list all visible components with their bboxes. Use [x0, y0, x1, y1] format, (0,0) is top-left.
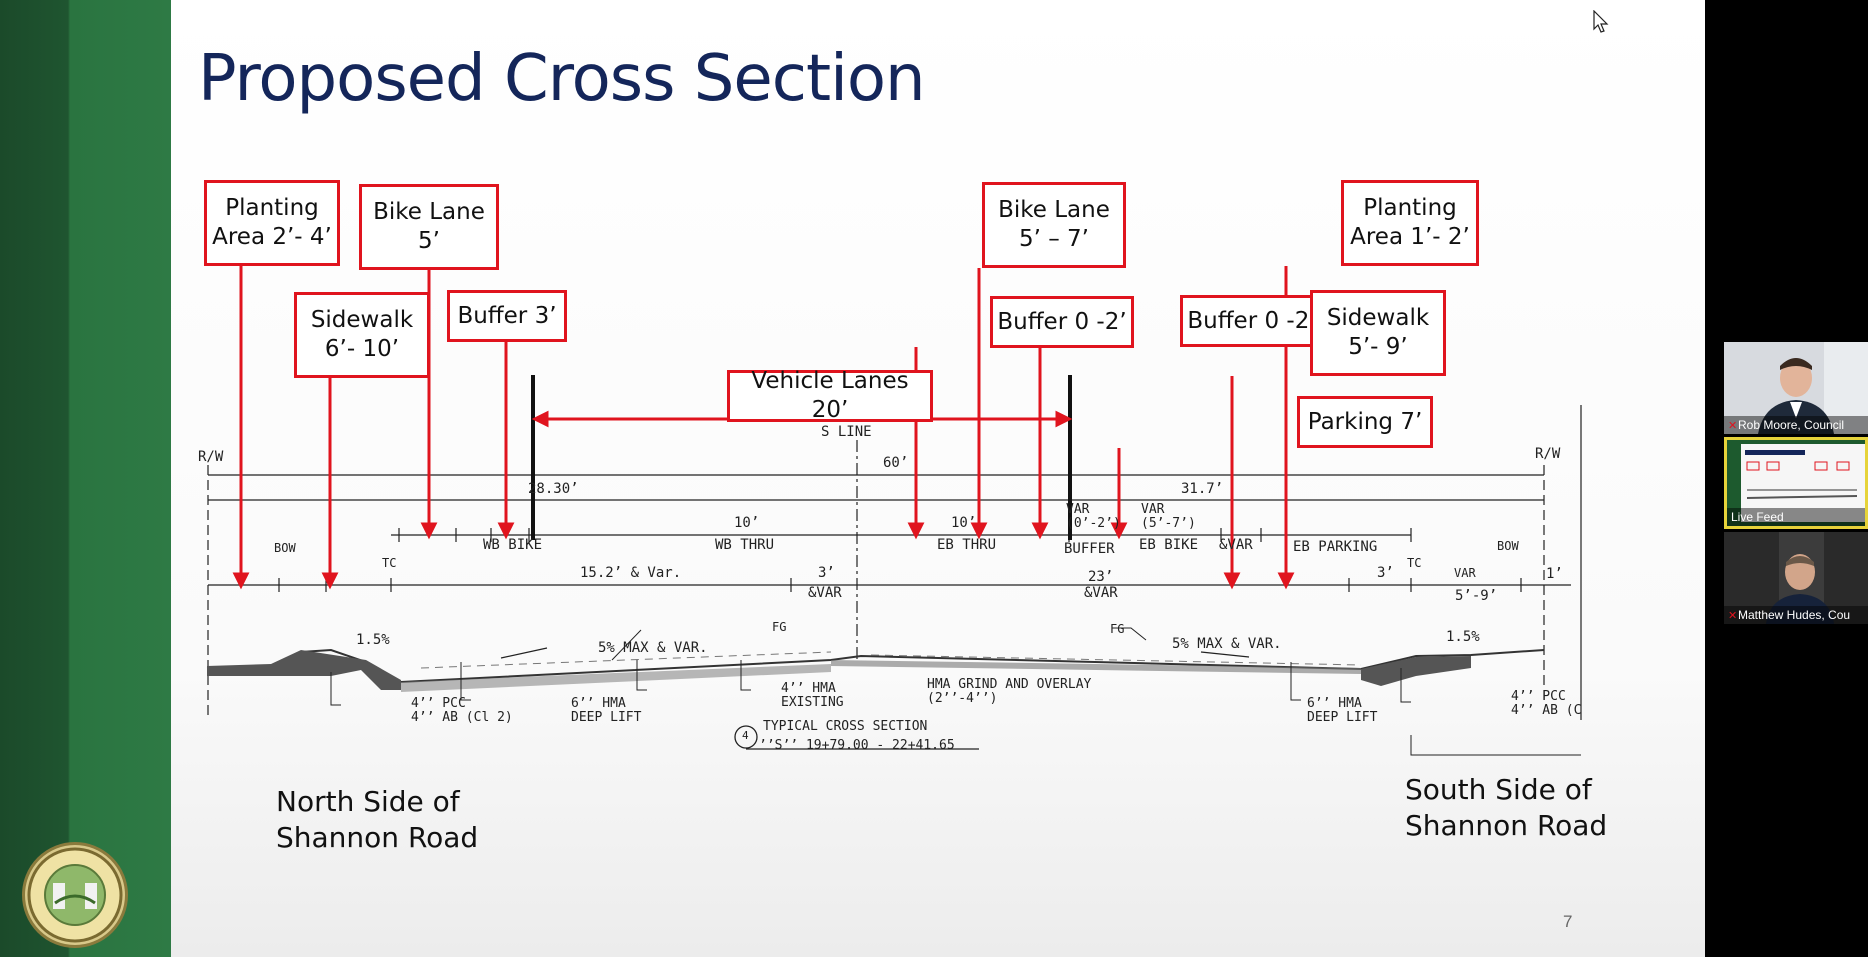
eb-thru-width: 10’: [951, 515, 977, 531]
left-3-var: &VAR: [808, 585, 842, 601]
hma-right-label: 6’’ HMA DEEP LIFT: [1307, 696, 1378, 725]
right-3-dim: 3’: [1377, 565, 1394, 581]
tc-right-label: TC: [1407, 556, 1422, 570]
participant-2-name: Live Feed: [1727, 508, 1865, 526]
label-vehicle-lanes: Vehicle Lanes 20’: [727, 368, 933, 423]
brand-sidebar: [0, 0, 171, 957]
participant-1-name: ✕Rob Moore, Council: [1724, 416, 1868, 434]
pcc-left-label: 4’’ PCC 4’’ AB (Cl 2): [411, 696, 513, 725]
max-right-label: 5% MAX & VAR.: [1172, 636, 1282, 652]
label-buffer-mid: Buffer 0 -2’: [990, 296, 1134, 348]
town-of-los-gatos-seal: [22, 842, 128, 948]
presentation-slide: Proposed Cross Section: [171, 0, 1705, 957]
bow-right-label: BOW: [1497, 539, 1519, 553]
right-half-label: 31.7’: [1181, 481, 1224, 497]
section-station: ’’S’’ 19+79.00 - 22+41.65: [759, 738, 955, 753]
label-planting-right: Planting Area 1’- 2’: [1341, 180, 1479, 266]
label-parking: Parking 7’: [1297, 396, 1433, 448]
right-var-dim: VAR: [1454, 566, 1476, 580]
fg-left-label: FG: [772, 620, 787, 634]
south-side-label: South Side of Shannon Road: [1405, 773, 1608, 843]
right-23-dim: 23’: [1088, 569, 1114, 585]
label-buffer-right: Buffer 0 -2’: [1180, 295, 1324, 347]
fg-right-label: FG: [1110, 622, 1125, 636]
section-number: 4: [742, 729, 749, 742]
label-bike-left: Bike Lane 5’: [359, 184, 499, 270]
eb-bike-label: EB BIKE: [1139, 537, 1199, 553]
wb-thru-width: 10’: [734, 515, 760, 531]
left-half-label: 28.30’: [528, 481, 579, 497]
participant-tile-1[interactable]: ✕Rob Moore, Council: [1724, 342, 1868, 434]
slide-title: Proposed Cross Section: [198, 42, 926, 116]
slope-right-label: 1.5%: [1446, 629, 1480, 645]
right-23-var: &VAR: [1084, 585, 1118, 601]
hma-left-label: 6’’ HMA DEEP LIFT: [571, 696, 642, 725]
eb-bike-var-label: VAR (5’-7’): [1141, 502, 1196, 532]
label-planting-left: Planting Area 2’- 4’: [204, 180, 340, 266]
s-line-label: S LINE: [821, 424, 872, 440]
participant-1-video: [1724, 342, 1868, 434]
right-5-9-dim: 5’-9’: [1455, 588, 1498, 604]
label-sidewalk-left: Sidewalk 6’- 10’: [294, 292, 430, 378]
total-width-label: 60’: [883, 455, 909, 471]
wb-bike-label: WB BIKE: [483, 537, 543, 553]
page-number: 7: [1563, 912, 1573, 931]
var-mark-label: &VAR: [1219, 537, 1253, 553]
left-3-dim: 3’: [818, 565, 835, 581]
grind-label: HMA GRIND AND OVERLAY (2’’-4’’): [927, 677, 1092, 706]
eb-parking-label: EB PARKING: [1293, 539, 1378, 555]
left-curb-dim: 15.2’ & Var.: [580, 565, 682, 581]
participant-tile-2[interactable]: Live Feed: [1724, 437, 1868, 529]
participant-tile-3[interactable]: ✕Matthew Hudes, Cou: [1724, 532, 1868, 624]
section-title: TYPICAL CROSS SECTION: [763, 719, 928, 734]
buffer-label: BUFFER: [1064, 541, 1115, 557]
label-sidewalk-right: Sidewalk 5’- 9’: [1310, 290, 1446, 376]
tc-left-label: TC: [382, 556, 397, 570]
rw-right-label: R/W: [1535, 446, 1561, 462]
mic-muted-icon: ✕: [1728, 610, 1738, 622]
north-side-label: North Side of Shannon Road: [276, 785, 479, 855]
right-1-dim: 1’: [1546, 566, 1563, 582]
pcc-right-label: 4’’ PCC 4’’ AB (C: [1511, 689, 1582, 718]
eb-thru-label: EB THRU: [937, 537, 997, 553]
mouse-pointer-icon: [1593, 10, 1609, 33]
rw-left-label: R/W: [198, 449, 224, 465]
hma-existing-label: 4’’ HMA EXISTING: [781, 681, 844, 710]
participant-3-video: [1724, 532, 1868, 624]
mic-muted-icon: ✕: [1728, 420, 1738, 432]
bow-left-label: BOW: [274, 541, 296, 555]
wb-thru-label: WB THRU: [715, 537, 775, 553]
participant-3-name: ✕Matthew Hudes, Cou: [1724, 606, 1868, 624]
buffer-var-label: VAR (0’-2’): [1066, 502, 1121, 532]
max-left-label: 5% MAX & VAR.: [598, 640, 708, 656]
label-bike-right: Bike Lane 5’ – 7’: [982, 182, 1126, 268]
slope-left-label: 1.5%: [356, 632, 390, 648]
live-feed-thumbnail: [1727, 440, 1865, 526]
cross-section-drawing: [206, 266, 1582, 756]
label-buffer-left: Buffer 3’: [447, 290, 567, 342]
